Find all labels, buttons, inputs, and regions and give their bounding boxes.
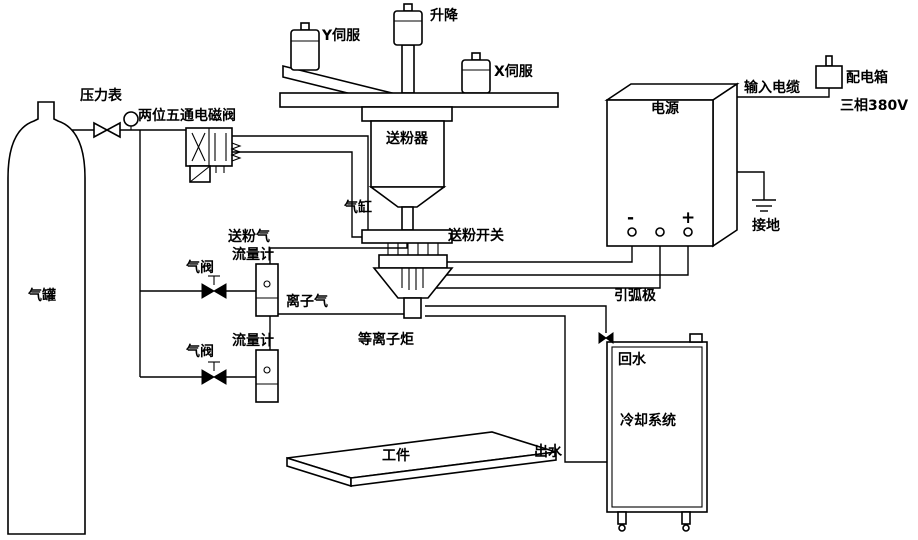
cooling-top-fitting [689, 333, 703, 343]
gas-tank: 气罐 [7, 101, 86, 535]
powder-feeder: 送粉器 [361, 106, 453, 208]
cooling-system-label: 冷却系统 [620, 412, 676, 429]
terminal-minus-label: - [627, 208, 634, 228]
solenoid-valve-label: 两位五通电磁阀 [138, 107, 236, 124]
three-phase-label: 三相380V [840, 97, 908, 114]
cooling-leg [617, 511, 627, 525]
gas-valve-top: 气阀 [185, 259, 227, 299]
cooling-system: 回水 冷却系统 [598, 332, 708, 532]
distribution-box-label: 配电箱 [846, 69, 888, 86]
shutoff-valve-icon [93, 121, 109, 139]
water-pipes [425, 305, 607, 463]
distribution-box-stem [825, 55, 833, 67]
ground-label: 接地 [752, 217, 780, 234]
x-servo-assembly: X伺服 [461, 52, 534, 94]
cooling-leg [681, 511, 691, 525]
terminal-plus-label: + [681, 208, 695, 228]
power-supply-side [712, 82, 738, 248]
cooling-foot [618, 524, 626, 532]
lift-label: 升降 [430, 7, 459, 24]
powder-feed-gas-label: 送粉气 [227, 228, 270, 245]
gas-tank-label: 气罐 [27, 287, 56, 304]
flow-meter-top: 流量计 [232, 246, 279, 317]
cooling-foot [682, 524, 690, 532]
torch-nozzle [403, 297, 422, 319]
power-supply-label: 电源 [651, 100, 679, 117]
feeder-flange [361, 106, 453, 122]
water-outlet-label: 出水 [534, 443, 563, 460]
torch-bowl [372, 267, 454, 299]
return-water-valve-icon [598, 332, 607, 344]
workpiece-label: 工件 [382, 447, 410, 464]
x-servo-motor-icon [471, 52, 481, 61]
ion-gas-label: 离子气 [286, 293, 328, 310]
gas-valve-bottom: 气阀 [185, 343, 227, 385]
flow-meter-bottom: 流量计 [232, 332, 279, 403]
arc-electrode-label: 引弧极 [614, 287, 657, 304]
air-cylinder-assembly: 气缸 送粉开关 [343, 199, 504, 255]
pressure-gauge-assembly: 压力表 [80, 87, 139, 139]
power-supply-front [606, 99, 714, 247]
gas-pipes [60, 129, 408, 378]
terminal-mid-post [655, 227, 665, 237]
x-servo-motor-icon [461, 59, 491, 94]
terminal-plus-post [683, 227, 693, 237]
lift-assembly: 升降 [393, 3, 459, 94]
gas-valve-top-label: 气阀 [185, 259, 214, 276]
solenoid-valve: 两位五通电磁阀 [138, 107, 242, 183]
feeder-body [370, 120, 445, 188]
terminal-minus-post [627, 227, 637, 237]
lift-shaft [401, 44, 415, 94]
return-water-label: 回水 [618, 351, 647, 368]
plasma-torch: 等离子炬 [358, 254, 454, 348]
y-servo-motor-icon [290, 29, 320, 71]
pressure-gauge-icon [123, 111, 139, 127]
flow-meter-bottom-label: 流量计 [232, 332, 274, 349]
lift-motor-icon [393, 10, 423, 46]
input-cable-label: 输入电缆 [744, 79, 800, 96]
distribution-box-icon [815, 65, 843, 89]
spring-icon [230, 142, 242, 162]
air-cylinder-label: 气缸 [343, 199, 372, 216]
distribution-box-assembly: 输入电缆 配电箱 三相380V [744, 55, 908, 114]
shutoff-valve-icon [105, 121, 121, 139]
flow-meter-top-label: 流量计 [232, 246, 274, 263]
powder-feed-switch-label: 送粉开关 [447, 227, 504, 244]
powder-switch-plate [361, 229, 453, 244]
y-servo-label: Y伺服 [321, 27, 361, 44]
air-cylinder [401, 206, 414, 231]
pressure-gauge-label: 压力表 [80, 87, 123, 104]
feeder-funnel [368, 186, 447, 208]
y-servo-motor-icon [300, 22, 310, 31]
y-servo-assembly: Y伺服 [282, 22, 393, 106]
x-servo-label: X伺服 [494, 63, 534, 80]
power-supply: 电源 - + [604, 82, 740, 248]
plasma-torch-label: 等离子炬 [358, 331, 414, 348]
workpiece: 工件 [286, 431, 557, 488]
return-water-valve-icon [605, 332, 614, 344]
lift-motor-icon [403, 3, 413, 12]
gantry-platform [279, 92, 559, 108]
torch-body [378, 254, 448, 269]
powder-feeder-label: 送粉器 [385, 130, 429, 147]
gas-valve-bottom-label: 气阀 [185, 343, 214, 360]
